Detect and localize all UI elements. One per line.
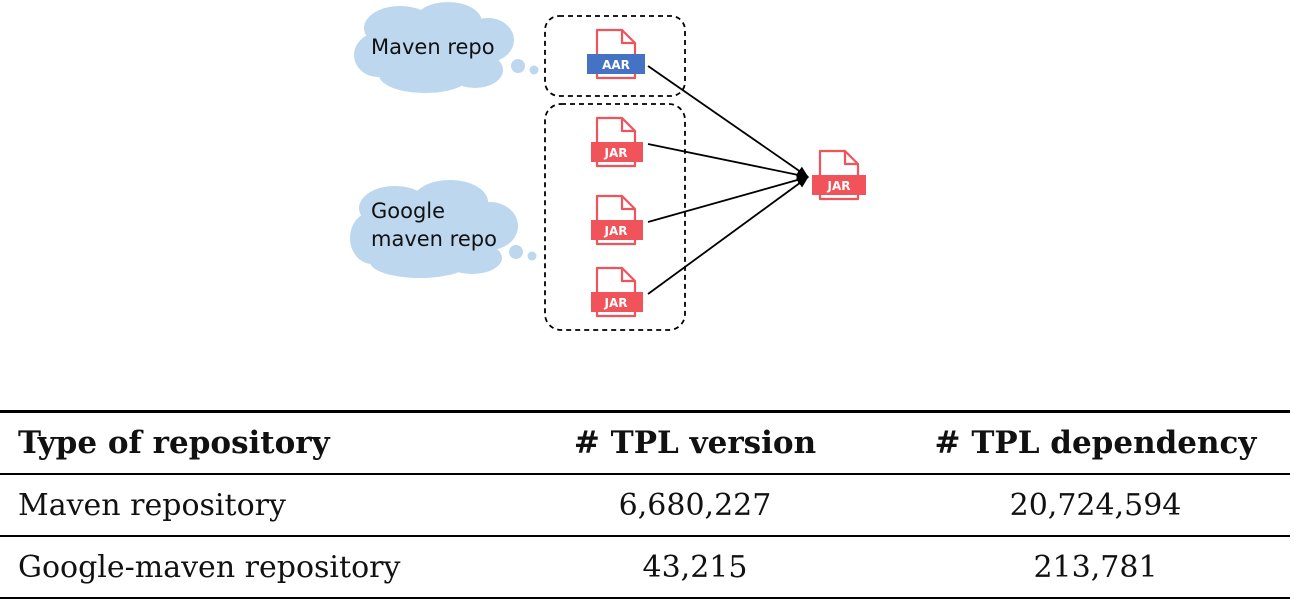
aar-file-icon: AAR bbox=[587, 28, 645, 80]
arrow-jar-2 bbox=[647, 175, 809, 223]
header-type-of-repository: Type of repository bbox=[0, 410, 489, 475]
cloud-dot bbox=[529, 65, 539, 75]
svg-text:JAR: JAR bbox=[604, 146, 628, 160]
cell-repository-type: Google-maven repository bbox=[0, 536, 489, 599]
arrow-jar-1 bbox=[647, 143, 809, 180]
cell-tpl-dependency: 20,724,594 bbox=[901, 474, 1290, 537]
arrow-jar-3 bbox=[647, 176, 809, 295]
table-row: Maven repository 6,680,227 20,724,594 bbox=[0, 474, 1290, 537]
cloud-dot bbox=[509, 245, 523, 259]
cell-tpl-version: 43,215 bbox=[489, 536, 901, 599]
svg-text:AAR: AAR bbox=[602, 58, 630, 72]
header-tpl-dependency: # TPL dependency bbox=[901, 410, 1290, 475]
cloud-dot bbox=[527, 251, 537, 261]
table-header-row: Type of repository # TPL version # TPL d… bbox=[0, 410, 1290, 475]
header-tpl-version: # TPL version bbox=[489, 410, 901, 475]
google-maven-repo-cloud: Google maven repo bbox=[350, 180, 537, 278]
jar-group-box bbox=[544, 103, 686, 331]
jar-file-icon: JAR bbox=[591, 266, 643, 318]
cell-tpl-version: 6,680,227 bbox=[489, 474, 901, 537]
dependency-arrows bbox=[647, 65, 809, 295]
svg-text:JAR: JAR bbox=[604, 296, 628, 310]
svg-text:JAR: JAR bbox=[604, 224, 628, 238]
google-maven-repo-label: Google maven repo bbox=[371, 199, 497, 251]
maven-repo-label: Maven repo bbox=[371, 35, 495, 59]
table-row: Google-maven repository 43,215 213,781 bbox=[0, 536, 1290, 599]
cloud-shape bbox=[350, 180, 518, 278]
svg-text:JAR: JAR bbox=[827, 179, 851, 193]
repository-stats-table: Type of repository # TPL version # TPL d… bbox=[0, 410, 1290, 599]
dependency-diagram: Maven repo Google maven repo A bbox=[350, 2, 866, 331]
cell-tpl-dependency: 213,781 bbox=[901, 536, 1290, 599]
cell-repository-type: Maven repository bbox=[0, 474, 489, 537]
jar-file-icon: JAR bbox=[591, 194, 643, 246]
aar-group-box bbox=[544, 15, 686, 97]
cloud-shape bbox=[354, 2, 514, 93]
target-jar-file-icon: JAR bbox=[812, 149, 866, 201]
cloud-dot bbox=[511, 59, 525, 73]
maven-repo-cloud: Maven repo bbox=[354, 2, 539, 93]
jar-file-icon: JAR bbox=[591, 116, 643, 168]
arrow-aar bbox=[647, 65, 809, 178]
